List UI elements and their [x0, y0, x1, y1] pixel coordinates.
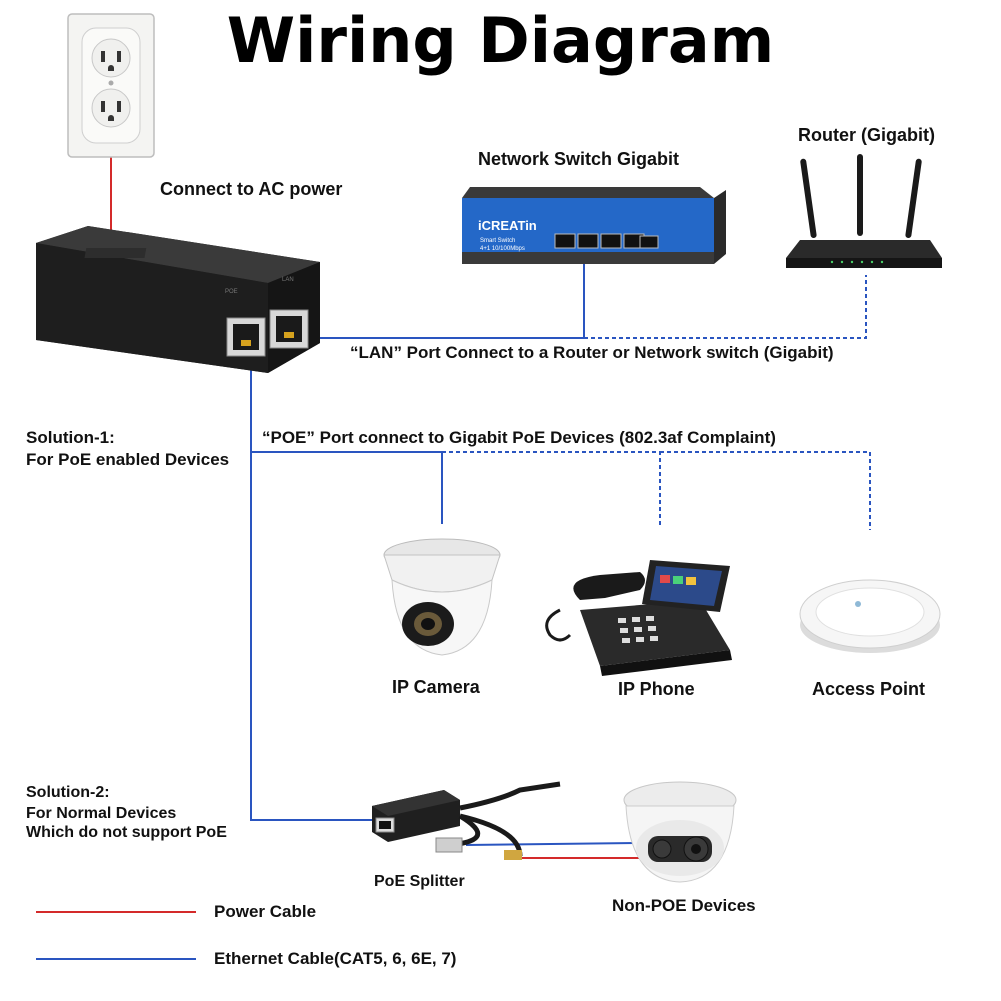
svg-text:Smart Switch: Smart Switch	[480, 238, 515, 244]
poe-line-main	[250, 358, 372, 821]
poe-splitter-label: PoE Splitter	[374, 873, 465, 890]
lan-port-label: “LAN” Port Connect to a Router or Networ…	[350, 343, 834, 362]
router-label: Router (Gigabit)	[798, 125, 935, 145]
poe-splitter-icon	[372, 781, 561, 860]
network-switch-icon: iCREATin Smart Switch 4+1 10/100Mbps	[462, 187, 726, 264]
ip-camera-icon	[383, 538, 501, 656]
solution1-desc: For PoE enabled Devices	[26, 450, 230, 469]
legend-ethernet-label: Ethernet Cable(CAT5, 6, 6E, 7)	[214, 949, 457, 968]
solution2-line1: For Normal Devices	[26, 805, 177, 822]
lan-line-switch	[300, 262, 585, 339]
ip-phone-icon	[545, 560, 732, 676]
router-icon	[786, 154, 942, 268]
poe-port-label: “POE” Port connect to Gigabit PoE Device…	[262, 428, 776, 447]
lan-line-router	[584, 275, 867, 339]
poe-line-phone	[442, 451, 661, 528]
solution2-title: Solution-2:	[26, 784, 110, 801]
page-title: Wiring Diagram	[226, 4, 775, 77]
poe-line-camera	[251, 451, 443, 524]
injector-port-poe-label: POE	[225, 289, 238, 295]
ip-phone-label: IP Phone	[618, 679, 695, 699]
svg-text:iCREATin: iCREATin	[478, 218, 537, 233]
ip-camera-label: IP Camera	[392, 677, 480, 697]
switch-label: Network Switch Gigabit	[478, 149, 680, 169]
solution1-title: Solution-1:	[26, 428, 115, 447]
svg-text:4+1 10/100Mbps: 4+1 10/100Mbps	[480, 246, 525, 252]
connect-ac-label: Connect to AC power	[160, 179, 343, 199]
non-poe-label: Non-POE Devices	[612, 896, 756, 915]
access-point-icon	[799, 579, 941, 653]
non-poe-camera-icon	[623, 781, 737, 883]
poe-injector-icon: POE LAN	[36, 226, 320, 373]
injector-port-lan-label: LAN	[282, 277, 294, 283]
access-point-label: Access Point	[812, 679, 926, 699]
splitter-eth-out	[465, 842, 641, 846]
poe-line-ap	[660, 451, 871, 530]
legend-power-label: Power Cable	[214, 902, 317, 921]
wall-outlet-icon	[67, 13, 155, 158]
solution2-line2: Which do not support PoE	[26, 824, 227, 841]
